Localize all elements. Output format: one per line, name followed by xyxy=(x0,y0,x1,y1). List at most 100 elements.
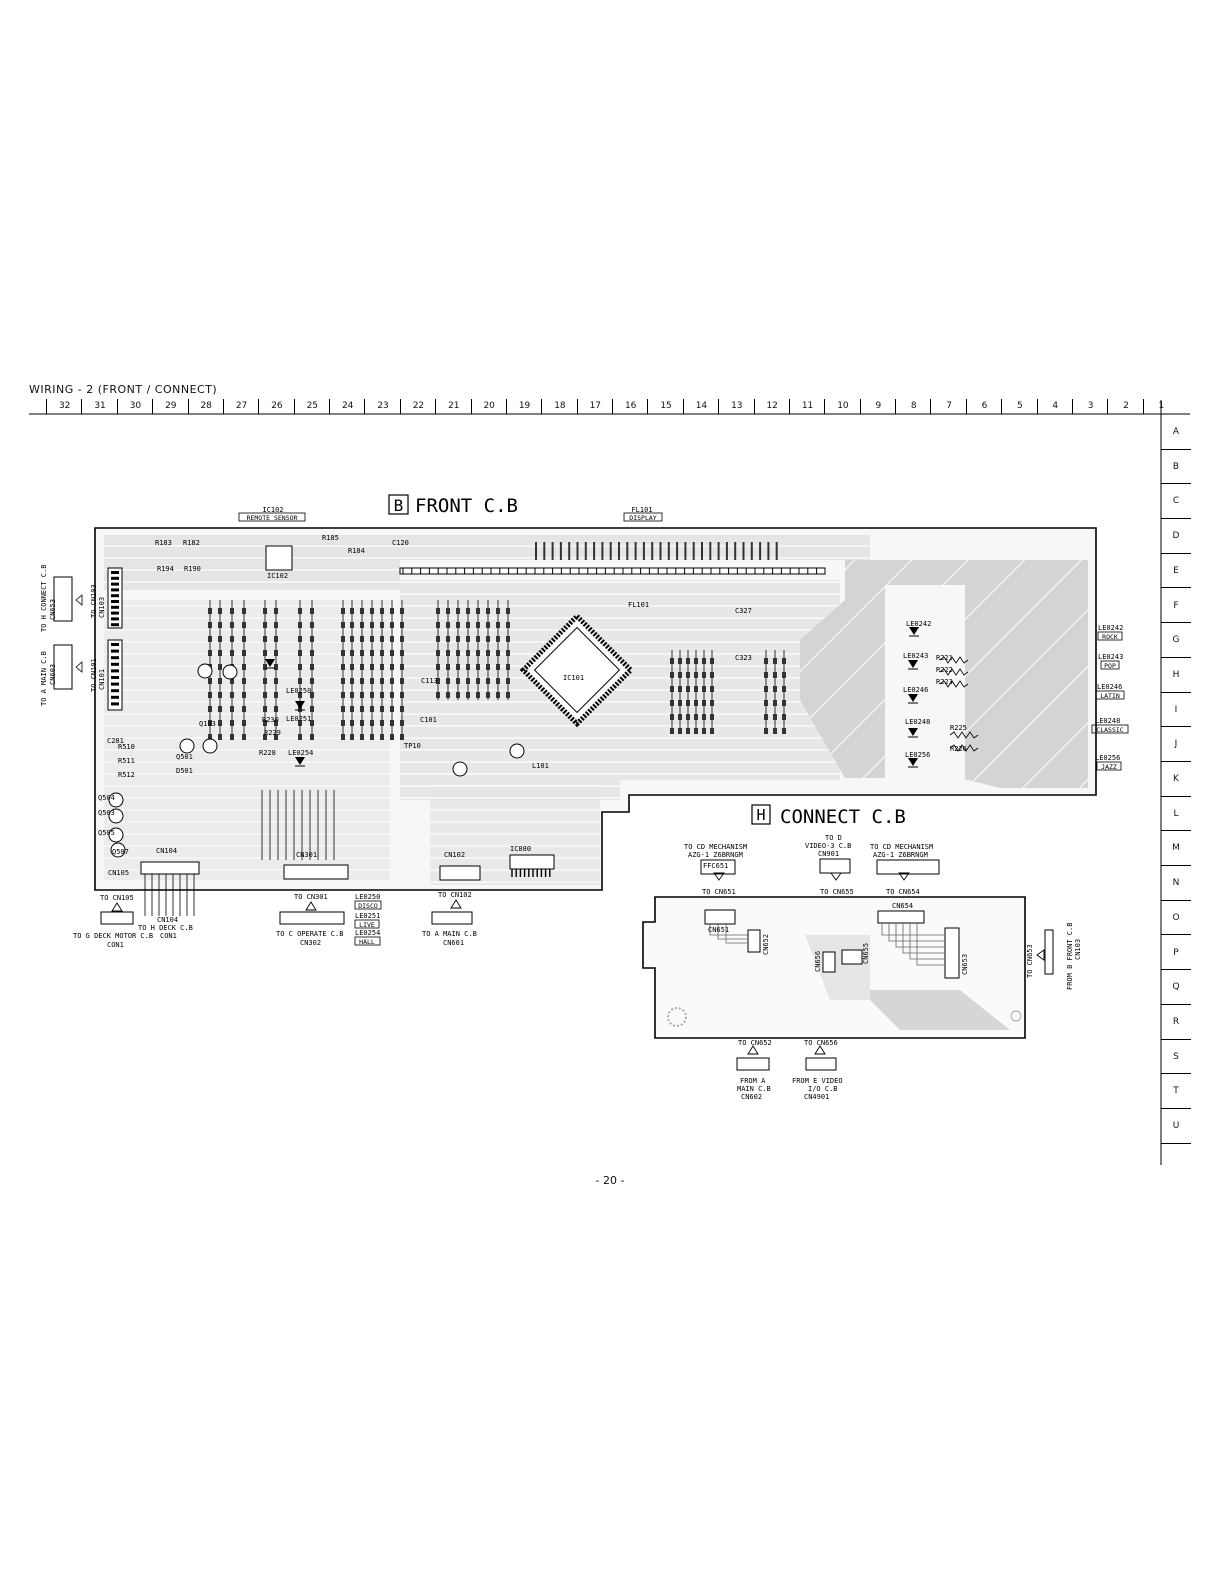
component-body xyxy=(380,678,384,684)
component-body xyxy=(263,608,267,614)
row-label: Q xyxy=(1161,970,1191,1005)
component-body xyxy=(310,706,314,712)
cn601-label: CN601 xyxy=(443,939,464,947)
component-body xyxy=(773,658,777,664)
led-ref-inboard: LE0246 xyxy=(903,686,928,694)
to-cn656: TO CN656 xyxy=(804,1039,838,1047)
led-tag: JAZZ xyxy=(1101,763,1117,771)
component-body xyxy=(456,664,460,670)
to-cn301: TO CN301 xyxy=(294,893,328,901)
column-label: 16 xyxy=(612,399,648,414)
component-body xyxy=(670,672,674,678)
conn-pin xyxy=(111,605,119,609)
trace xyxy=(881,923,945,936)
column-label: 18 xyxy=(541,399,577,414)
resistor-mark xyxy=(692,542,695,560)
led-symbol xyxy=(908,758,918,766)
row-label: P xyxy=(1161,936,1191,971)
cn4901-sub: CN4901 xyxy=(804,1093,829,1101)
column-label: 2 xyxy=(1107,399,1143,414)
to-deck-cb: TO H DECK C.B xyxy=(138,924,193,932)
component-body xyxy=(456,650,460,656)
cn105-label: CN105 xyxy=(108,869,129,877)
component-body xyxy=(686,658,690,664)
component-body xyxy=(350,622,354,628)
component-body xyxy=(218,692,222,698)
from-main: FROM A xyxy=(740,1077,766,1085)
component-body xyxy=(208,650,212,656)
component-body xyxy=(298,650,302,656)
transistor-outline xyxy=(179,738,195,754)
component-body xyxy=(694,728,698,734)
resistor-mark xyxy=(684,542,687,560)
component-body xyxy=(341,734,345,740)
component-body xyxy=(298,622,302,628)
to-cn654: TO CN654 xyxy=(886,888,920,896)
cn301-label: CN301 xyxy=(296,851,317,859)
component-body xyxy=(694,686,698,692)
component-body xyxy=(476,678,480,684)
resistor-label: R221 xyxy=(936,654,953,662)
component-body xyxy=(486,692,490,698)
component-body xyxy=(390,706,394,712)
resistor-mark xyxy=(634,542,637,560)
conn-pin xyxy=(111,576,119,580)
resistor-mark xyxy=(701,542,703,560)
component-body xyxy=(670,728,674,734)
component-body xyxy=(208,622,212,628)
column-label: 7 xyxy=(930,399,966,414)
component-body xyxy=(390,678,394,684)
front-board xyxy=(94,527,1097,891)
column-label: 13 xyxy=(718,399,754,414)
c113-label: C113 xyxy=(421,677,438,685)
resistor-mark xyxy=(593,542,596,560)
component-body xyxy=(298,608,302,614)
video-line2: VIDEO-3 C.B xyxy=(805,842,851,850)
component-body xyxy=(496,608,500,614)
component-body xyxy=(310,664,314,670)
cn656-label: CN656 xyxy=(814,951,822,972)
component-body xyxy=(310,692,314,698)
cn103-label: CN103 xyxy=(98,597,106,618)
component-body xyxy=(350,650,354,656)
component-body xyxy=(773,714,777,720)
component-body xyxy=(436,692,440,698)
trace xyxy=(902,923,945,954)
q504-label: Q504 xyxy=(98,794,115,802)
component-body xyxy=(380,636,384,642)
component-body xyxy=(341,692,345,698)
conn-pin xyxy=(111,594,119,598)
led-tag: POP xyxy=(1104,662,1116,670)
r230-label: R230 xyxy=(262,716,279,724)
cn104-label: CN104 xyxy=(156,847,177,855)
column-label: 25 xyxy=(293,399,330,414)
component-body xyxy=(390,622,394,628)
led-ref-inboard: LE0242 xyxy=(906,620,931,628)
component-body xyxy=(310,650,314,656)
component-body xyxy=(380,650,384,656)
ic102-label: IC102 xyxy=(262,506,283,514)
component-body xyxy=(298,664,302,670)
cd-right-line2: AZG-1 Z6BRNGM xyxy=(873,851,928,859)
component-body xyxy=(678,714,682,720)
column-label: 32 xyxy=(46,399,82,414)
component-body xyxy=(242,678,246,684)
component-body xyxy=(773,700,777,706)
component-body xyxy=(466,608,470,614)
cn655-label: CN655 xyxy=(862,943,870,964)
resistor-mark xyxy=(535,542,537,560)
component-body xyxy=(506,636,510,642)
column-label: 29 xyxy=(152,399,188,414)
component-body xyxy=(208,608,212,614)
component-body xyxy=(274,678,278,684)
component-body xyxy=(341,650,345,656)
component-body xyxy=(400,608,404,614)
c323-label: C323 xyxy=(735,654,752,662)
component-body xyxy=(208,692,212,698)
resistor-mark xyxy=(543,542,546,560)
component-body xyxy=(242,664,246,670)
conn-pin xyxy=(111,656,119,660)
component-body xyxy=(218,664,222,670)
component-body xyxy=(370,608,374,614)
component-body xyxy=(496,678,500,684)
